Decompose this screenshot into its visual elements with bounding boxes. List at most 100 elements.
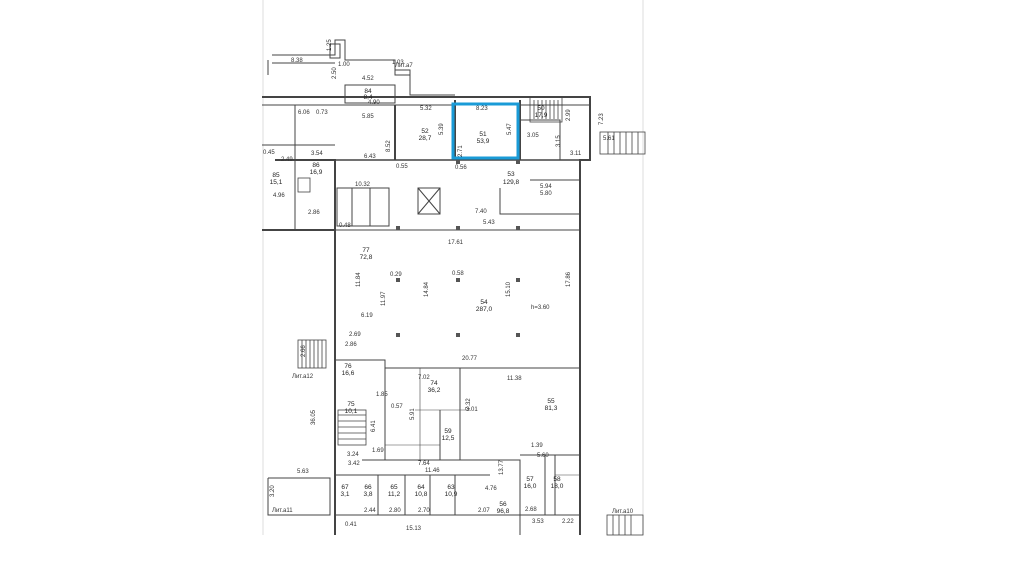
dim-label: 2.99 xyxy=(566,109,572,121)
dim-label: 6.06 xyxy=(298,110,310,116)
room-56-id: 56 xyxy=(499,501,507,508)
dim-label: 4.96 xyxy=(273,193,285,199)
annotations: Лит.а7 Лит.а12 Лит.а11 Лит.а10 h=3.60 xyxy=(272,63,634,515)
stairs-left-small xyxy=(297,177,311,193)
room-55-area: 81,3 xyxy=(545,405,558,412)
dim-label: 3.53 xyxy=(532,519,544,525)
dim-label: 2.66 xyxy=(301,345,307,357)
dim-label: 2.69 xyxy=(349,332,361,338)
dim-label: 7.02 xyxy=(418,375,430,381)
dim-label: 5.32 xyxy=(420,106,432,112)
dim-label: 7.64 xyxy=(418,461,430,467)
dim-label: 4.52 xyxy=(362,76,374,82)
dim-label: 1.25 xyxy=(327,39,333,51)
room-84-area: 8,4 xyxy=(363,94,372,101)
dim-label: 7.40 xyxy=(475,209,487,215)
inner-walls xyxy=(267,119,580,535)
room-85-id: 85 xyxy=(272,172,280,179)
dim-label: 10.32 xyxy=(355,182,371,188)
room-54-area: 287,0 xyxy=(476,306,493,313)
dim-label: 8.23 xyxy=(476,106,488,112)
dim-label: 0.45 xyxy=(263,150,275,156)
dim-label: 5.47 xyxy=(507,123,513,135)
dim-label: 5.60 xyxy=(537,453,549,459)
dim-label: 5.85 xyxy=(362,114,374,120)
dim-label: 7.23 xyxy=(599,113,605,125)
room-74-area: 36,2 xyxy=(428,387,441,394)
plan-sheet xyxy=(262,0,645,535)
dim-label: 14.84 xyxy=(424,281,430,297)
dim-label: 11.38 xyxy=(507,376,522,382)
dim-label: 13.77 xyxy=(499,459,505,475)
dim-label: 0.29 xyxy=(390,272,402,278)
room-59-id: 59 xyxy=(444,428,452,435)
dim-label: 6.43 xyxy=(364,154,376,160)
room-51-area: 53,9 xyxy=(477,138,490,145)
room-58-id: 58 xyxy=(553,476,561,483)
dim-label: 0.55 xyxy=(396,164,408,170)
dim-label: 5.39 xyxy=(439,123,445,135)
label-lit-a10: Лит.а10 xyxy=(612,509,634,515)
dim-label: 6.19 xyxy=(361,313,373,319)
room-54-id: 54 xyxy=(480,299,488,306)
room-63-id: 63 xyxy=(447,484,455,491)
dim-label: 11.97 xyxy=(381,291,387,306)
label-lit-a11: Лит.а11 xyxy=(272,508,293,514)
room-52-area: 28,7 xyxy=(419,135,432,142)
room-50-area: 17,9 xyxy=(535,112,548,119)
dim-label: 3.11 xyxy=(570,151,582,157)
dim-label: 15.13 xyxy=(406,526,422,532)
dim-label: 11.84 xyxy=(356,272,362,287)
room-63-area: 10,9 xyxy=(445,491,458,498)
dim-label: 0.57 xyxy=(391,404,403,410)
room-74-id: 74 xyxy=(430,380,438,387)
dim-label: 3.42 xyxy=(348,461,360,467)
room-76-area: 16,6 xyxy=(342,370,355,377)
dimension-labels: 8.23 5.32 5.39 5.47 6.06 5.85 4.52 4.90 … xyxy=(263,39,615,532)
dim-label: 15.10 xyxy=(506,281,512,297)
room-67-area: 3,1 xyxy=(340,491,349,498)
dim-label: 2.49 xyxy=(281,157,293,163)
stairs-left-lit-a12 xyxy=(297,339,327,369)
stairs-bottom-right xyxy=(606,514,644,536)
label-lit-a12: Лит.а12 xyxy=(292,374,314,380)
stairs-left-room-75 xyxy=(337,409,367,446)
dim-label: 8.52 xyxy=(386,140,392,152)
room-67-id: 67 xyxy=(341,484,349,491)
dim-label: 3.05 xyxy=(527,133,539,139)
dim-label: 4.76 xyxy=(485,486,497,492)
dim-label: 1.85 xyxy=(376,392,388,398)
room-64-id: 64 xyxy=(417,484,425,491)
room-77-area: 72,8 xyxy=(360,254,373,261)
room-59-area: 12,5 xyxy=(442,435,455,442)
room-77-id: 77 xyxy=(362,247,370,254)
dim-label: 2.22 xyxy=(562,519,574,525)
room-86-id: 86 xyxy=(312,162,320,169)
room-51-id: 51 xyxy=(479,131,487,138)
room-76-id: 76 xyxy=(344,363,352,370)
dim-label: 0.41 xyxy=(345,522,357,528)
room-50-id: 50 xyxy=(537,105,545,112)
room-66-id: 66 xyxy=(364,484,372,491)
room-51-highlight[interactable] xyxy=(451,102,520,160)
dim-label: 0.56 xyxy=(455,165,467,171)
room-53-area: 129,8 xyxy=(503,179,520,186)
stairs-top-right xyxy=(529,96,563,123)
dim-label: 17.86 xyxy=(566,271,572,287)
dim-label: 0.73 xyxy=(316,110,328,116)
